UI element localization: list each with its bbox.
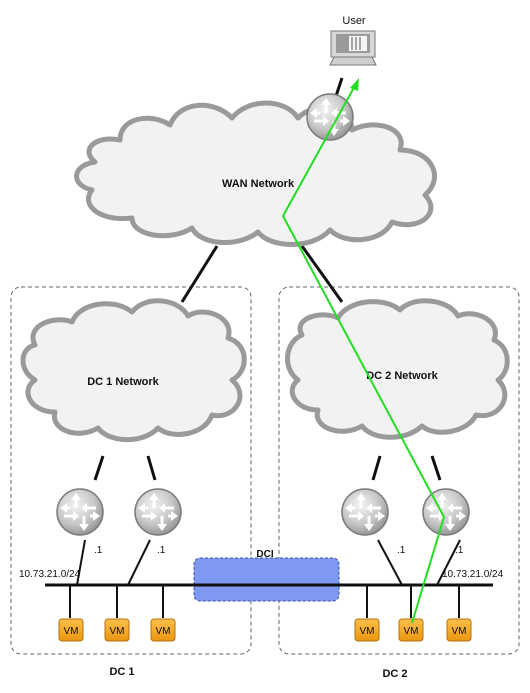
dc2-cloud: DC 2 Network [284,298,510,440]
wan-cloud: WAN Network [74,100,437,247]
dc2-cloud-router2-link [430,455,442,481]
svg-text:VM: VM [64,626,79,637]
dc1-router1-icon [55,487,105,537]
traffic-path [281,81,446,624]
dc1-cloud-router1-link [93,455,105,481]
svg-text:VM: VM [110,626,125,637]
dc1-vm-2: VM [104,618,130,642]
dci-box [193,557,340,602]
dc1-cloud: DC 1 Network [20,298,247,443]
svg-text:VM: VM [156,626,171,637]
dc1-router1-ip-suffix: .1 [94,545,103,556]
dc2-router1-lan-link [377,539,403,586]
dc2-router2-lan-link [436,539,461,586]
dc1-router2-ip-suffix: .1 [157,545,166,556]
dc1-cloud-router2-link [146,455,157,481]
dc2-cloud-router1-link [371,455,382,481]
dc2-subnet-label: 10.73.21.0/24 [442,569,504,580]
user-label: User [342,15,366,27]
svg-text:VM: VM [404,626,419,637]
dc2-vm-3: VM [446,618,472,642]
dc2-vm-1: VM [354,618,380,642]
dc1-boundary [10,286,252,655]
traffic-path-arrowhead [350,78,359,91]
wan-dc2-link [300,245,344,303]
dci-label: DCI [256,549,273,560]
dc1-router1-lan-link [76,539,86,586]
dc2-router2-ip-suffix: .1 [455,545,464,556]
svg-text:VM: VM [452,626,467,637]
dc2-boundary [278,286,520,655]
dc2-footer-label: DC 2 [382,668,407,680]
dc1-subnet-label: 10.73.21.0/24 [19,569,81,580]
wan-dc1-link [180,245,219,303]
wan-cloud-label: WAN Network [222,178,295,190]
dc2-vm-2: VM [398,618,424,642]
user-computer-icon [329,30,377,66]
dc1-router2-icon [133,487,183,537]
dc1-vm-3: VM [150,618,176,642]
dc1-footer-label: DC 1 [109,666,134,678]
dc2-router1-ip-suffix: .1 [397,545,406,556]
svg-text:VM: VM [360,626,375,637]
dc2-router1-icon [340,487,390,537]
dc1-network-label: DC 1 Network [87,376,159,388]
dc2-router2-icon [421,487,471,537]
dc2-network-label: DC 2 Network [366,370,438,382]
dc1-vm-1: VM [58,618,84,642]
dc1-router2-lan-link [127,539,151,586]
